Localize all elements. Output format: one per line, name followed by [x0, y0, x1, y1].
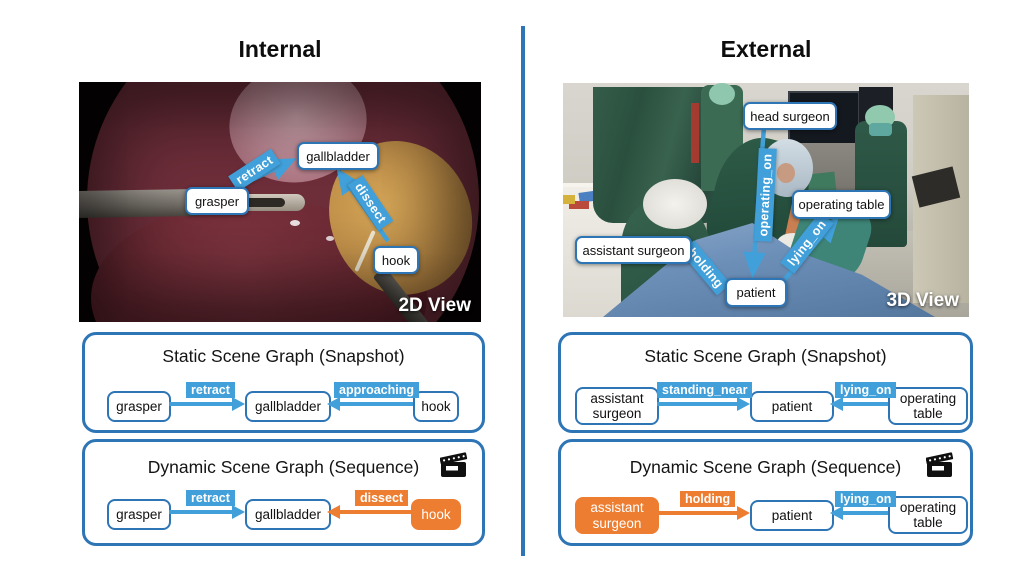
edge-label-standing-near: standing_near	[657, 382, 753, 398]
edge-arrowhead	[830, 397, 843, 411]
assistant-surgeon-cap	[643, 179, 707, 229]
node-patient: patient	[750, 500, 834, 531]
specular-glint	[326, 236, 334, 241]
edge-arrowhead	[232, 505, 245, 519]
edge-line	[339, 510, 411, 514]
external-panel-title: External	[720, 36, 812, 62]
edge-arrowhead	[737, 506, 750, 520]
clapperboard-icon	[440, 452, 468, 477]
edge-label-dissect: dissect	[355, 490, 409, 506]
node-hook: hook	[413, 391, 459, 422]
edge-arrowhead	[327, 397, 340, 411]
external-static-graph-box: Static Scene Graph (Snapshot) assistant …	[558, 332, 973, 433]
external-view-tag: 3D View	[886, 290, 959, 311]
graph-title: Dynamic Scene Graph (Sequence)	[147, 457, 420, 477]
node-assistant-surgeon: assistant surgeon	[575, 387, 659, 425]
observing-surgeon-mask	[869, 123, 892, 136]
graph-title: Static Scene Graph (Snapshot)	[644, 346, 887, 366]
node-operating-table: operating table	[888, 496, 968, 534]
operating-table-label: operating table	[792, 190, 891, 219]
edge-arrowhead	[830, 506, 843, 520]
edge-line	[657, 511, 738, 515]
node-grasper: grasper	[107, 499, 171, 530]
patient-label: patient	[725, 278, 787, 307]
edge-arrowhead	[327, 505, 340, 519]
node-grasper: grasper	[107, 391, 171, 422]
graph-title: Static Scene Graph (Snapshot)	[162, 346, 405, 366]
edge-arrowhead	[737, 397, 750, 411]
internal-static-graph-box: Static Scene Graph (Snapshot) grasper ga…	[82, 332, 485, 433]
grasper-slot	[227, 198, 285, 207]
head-surgeon-label: head surgeon	[743, 102, 837, 130]
edge-label-lying-on: lying_on	[835, 382, 897, 398]
node-operating-table: operating table	[888, 387, 968, 425]
grasper-label: grasper	[185, 187, 249, 215]
hook-label: hook	[373, 246, 419, 274]
external-dynamic-graph-box: Dynamic Scene Graph (Sequence) assistant…	[558, 439, 973, 546]
internal-dynamic-graph-box: Dynamic Scene Graph (Sequence) grasper g…	[82, 439, 485, 546]
node-patient: patient	[750, 391, 834, 422]
specular-glint	[290, 220, 300, 226]
internal-view-tag: 2D View	[398, 295, 471, 316]
edge-line	[339, 402, 413, 406]
edge-line	[657, 402, 738, 406]
node-assistant-surgeon: assistant surgeon	[575, 497, 659, 534]
edge-label-retract: retract	[186, 382, 235, 398]
edge-label-holding: holding	[680, 491, 736, 507]
edge-arrowhead	[232, 397, 245, 411]
counter-item-yellow	[563, 195, 575, 204]
nurse-cap	[709, 83, 735, 105]
counter-item-red	[569, 201, 589, 209]
edge-line	[842, 402, 888, 406]
internal-panel-title: Internal	[238, 36, 322, 62]
panel-divider	[521, 26, 525, 556]
edge-label-lying-on: lying_on	[835, 491, 897, 507]
edge-line	[842, 511, 888, 515]
node-gallbladder: gallbladder	[245, 391, 331, 422]
external-photo: operating_on holding lying_on head surge…	[563, 83, 969, 317]
graph-title: Dynamic Scene Graph (Sequence)	[629, 457, 902, 477]
assistant-surgeon-label: assistant surgeon	[575, 236, 692, 264]
internal-photo: retract dissect gallbladder grasper hook…	[79, 82, 481, 322]
edge-label-approaching: approaching	[334, 382, 420, 398]
hanging-gown-red	[691, 103, 699, 163]
gallbladder-label: gallbladder	[297, 142, 379, 170]
node-gallbladder: gallbladder	[245, 499, 331, 530]
internal-relation-arrows	[238, 158, 390, 243]
clapperboard-icon	[926, 452, 954, 477]
head-surgeon-face	[777, 163, 795, 183]
edge-label-retract: retract	[186, 490, 235, 506]
node-hook: hook	[411, 499, 461, 530]
edge-line	[169, 402, 233, 406]
edge-line	[169, 510, 233, 514]
